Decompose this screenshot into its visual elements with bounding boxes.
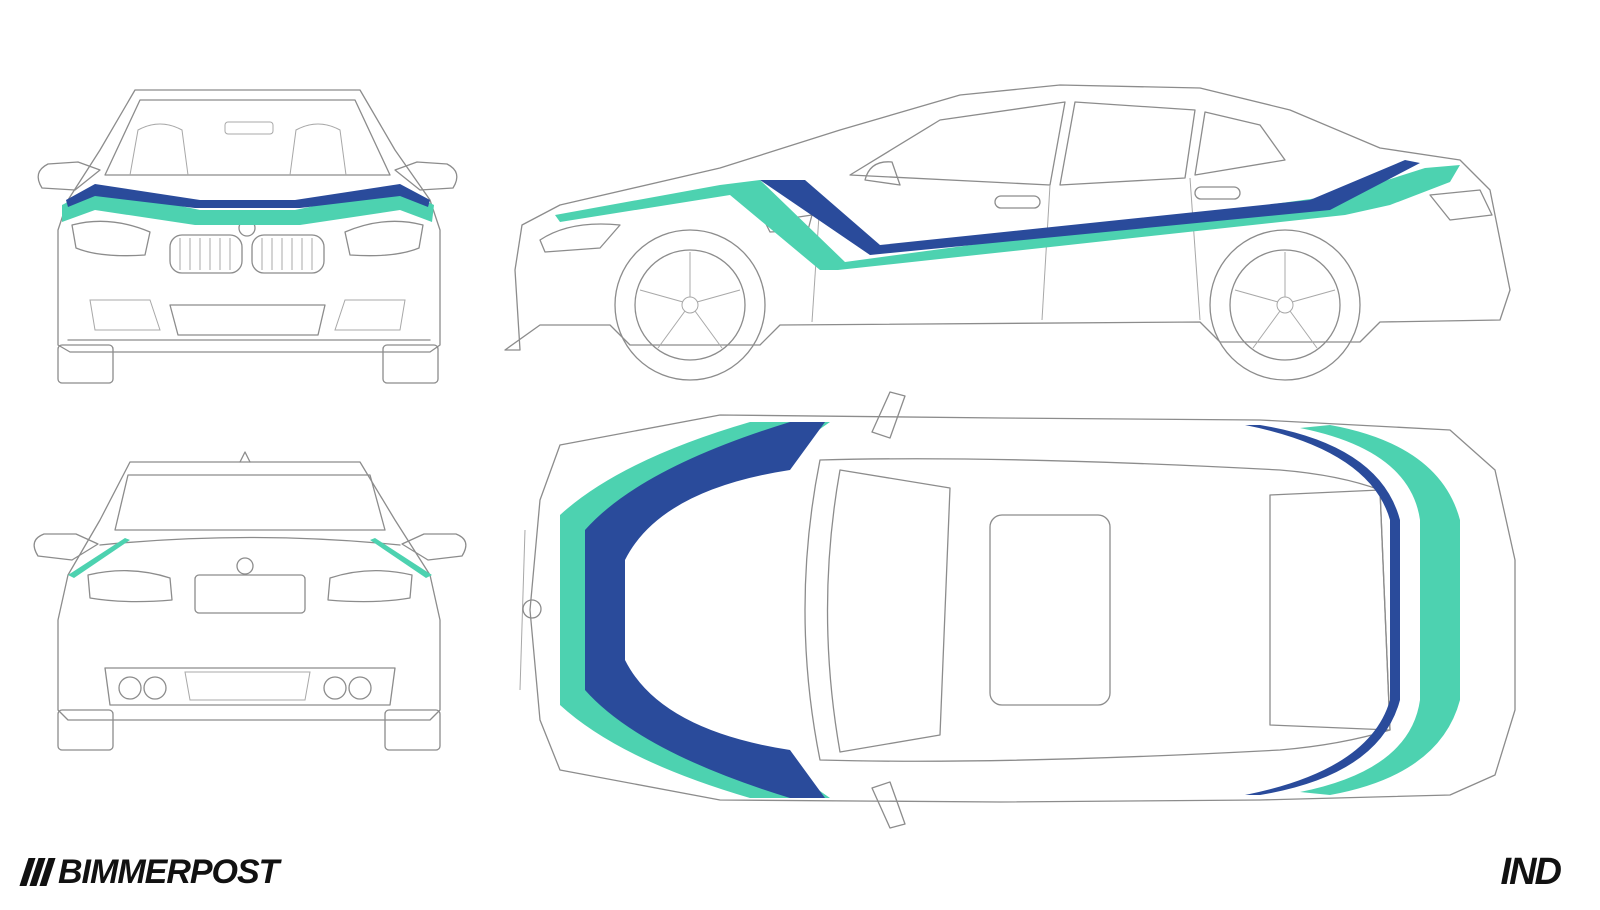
bimmerpost-logo-text: BIMMERPOST bbox=[58, 852, 279, 891]
side-view bbox=[504, 84, 1511, 381]
bimmerpost-logo: BIMMERPOST bbox=[19, 852, 279, 892]
bimmerpost-logo-bars bbox=[19, 858, 56, 886]
ind-logo: IND bbox=[1500, 850, 1562, 893]
top-view bbox=[519, 391, 1516, 829]
ind-logo-text: IND bbox=[1500, 850, 1562, 893]
front-view bbox=[37, 89, 458, 384]
rear-view bbox=[33, 451, 467, 751]
